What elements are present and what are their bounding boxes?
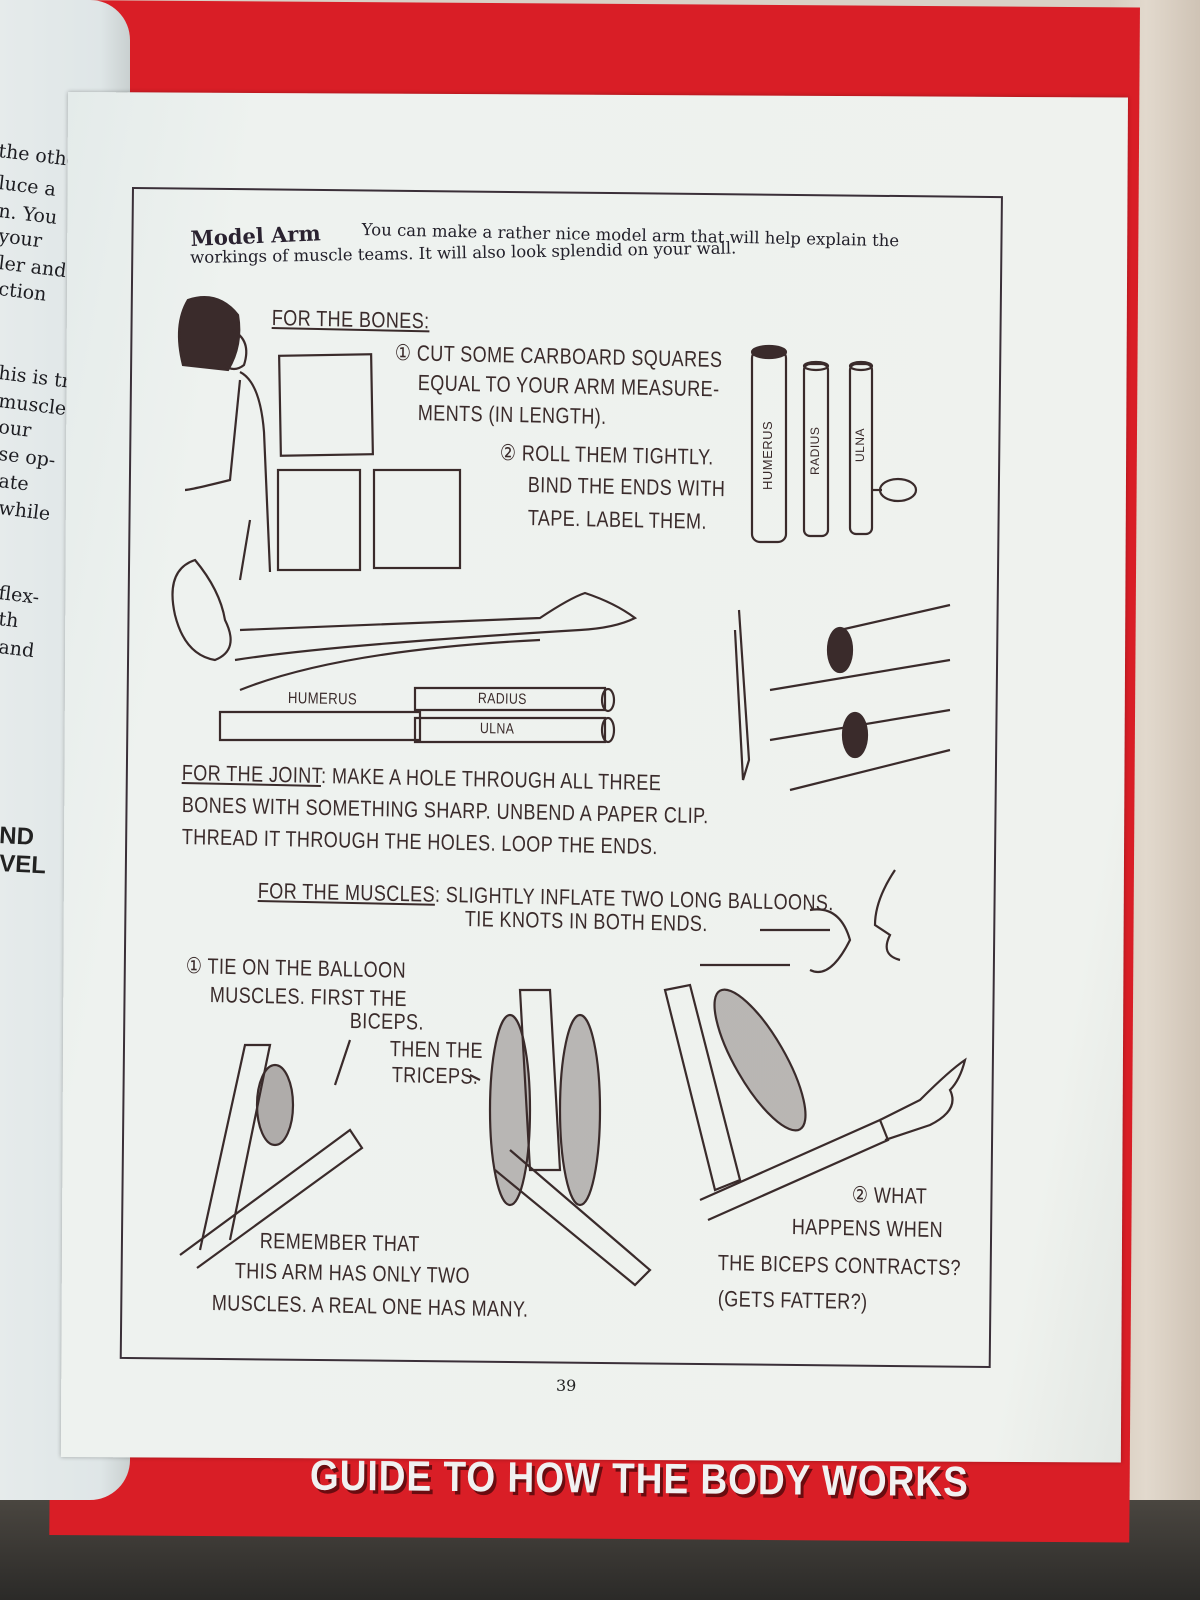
page-number: 39: [556, 1376, 577, 1395]
muscles-text-line: TIE KNOTS IN BOTH ENDS.: [464, 906, 708, 937]
bone-tubes-illustration: [750, 344, 918, 544]
remember-note-line: THIS ARM HAS ONLY TWO: [234, 1258, 471, 1289]
triceps-note-line: THEN THE: [389, 1036, 484, 1063]
question-line: ② WHAT: [851, 1182, 928, 1209]
remember-note-line: REMEMBER THAT: [259, 1228, 421, 1257]
pointer-arrows: [333, 1039, 481, 1086]
balloon-blowing-illustration: [700, 869, 901, 973]
muscle-step1-line: ① TIE ON THE BALLOON: [185, 953, 407, 983]
bone-label-ulna: ULNA: [479, 720, 515, 738]
tube-label-radius: RADIUS: [808, 426, 822, 475]
model-arm-triceps-illustration: [488, 988, 652, 1287]
triceps-note-line: TRICEPS.: [391, 1062, 479, 1089]
muscles-heading-label: FOR THE MUSCLES: [257, 878, 436, 907]
bone-label-radius: RADIUS: [477, 690, 527, 709]
question-line: HAPPENS WHEN: [791, 1214, 944, 1243]
muscle-step1-line: BICEPS.: [349, 1008, 425, 1035]
kid-measuring-illustration: [177, 296, 462, 581]
labeled-bones-illustration: [218, 686, 616, 744]
model-arm-contraction-illustration: [663, 983, 967, 1222]
paper-clip-joint-illustration: [733, 603, 951, 792]
joint-heading-label: FOR THE JOINT: [181, 760, 322, 788]
question-line: (GETS FATTER?): [717, 1286, 868, 1315]
question-line: THE BICEPS CONTRACTS?: [717, 1250, 962, 1281]
bone-label-humerus: HUMERUS: [287, 690, 358, 709]
tube-label-humerus: HUMERUS: [760, 420, 775, 490]
model-arm-step1-illustration: [179, 1043, 364, 1269]
arm-measuring-illustration: [171, 558, 638, 692]
tube-label-ulna: ULNA: [853, 427, 867, 462]
